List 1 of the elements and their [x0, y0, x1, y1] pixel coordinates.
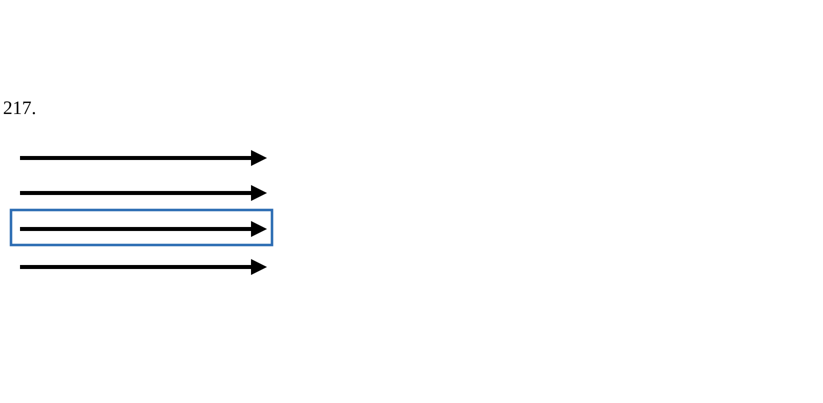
task-number: 217.	[3, 99, 36, 119]
